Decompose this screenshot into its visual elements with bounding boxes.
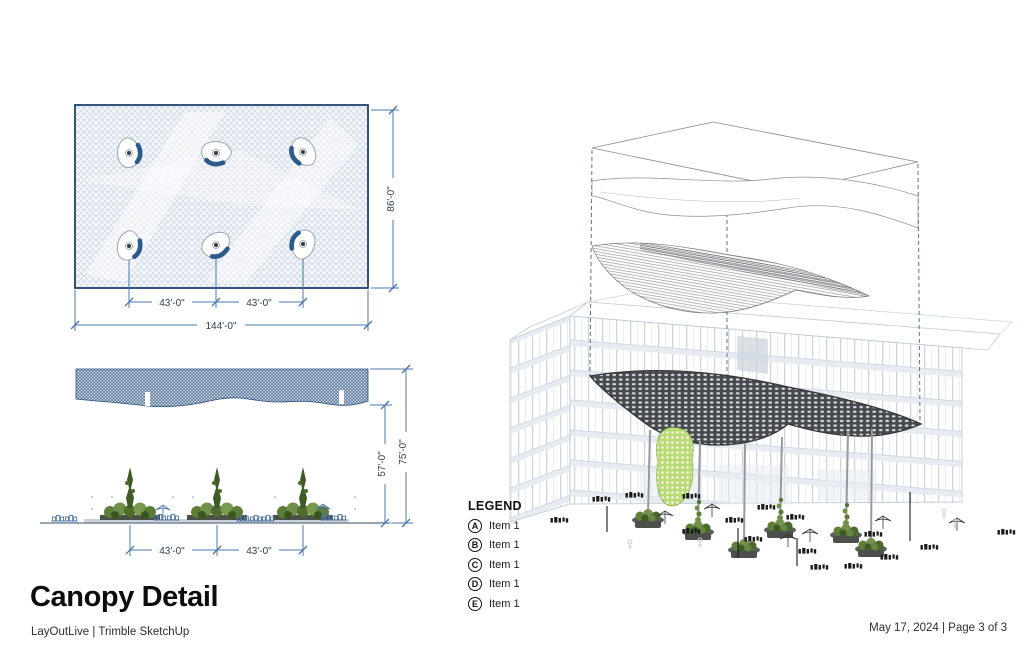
canopy-surface (588, 369, 923, 446)
footer-date-page: May 17, 2024 | Page 3 of 3 (869, 622, 1007, 634)
elev-dim-bay1: 43'-0" (159, 546, 185, 557)
layer-surface-outline (591, 176, 919, 229)
legend-item: B Item 1 (468, 538, 522, 553)
legend-item: E Item 1 (468, 596, 522, 611)
plan-view: 43'-0" 43'-0" 144'-0" 86'-0" (70, 104, 399, 332)
legend-item-label: Item 1 (489, 519, 520, 532)
plan-dim-bay2: 43'-0" (246, 298, 272, 309)
light-poles (606, 492, 911, 566)
layer-surface-inner-line (599, 191, 801, 203)
elevation-canopy-band (75, 368, 369, 408)
legend-item: D Item 1 (468, 577, 522, 592)
canopy-support-notch (339, 390, 344, 404)
elevation-view: 43'-0" 43'-0" 57'-0" 75'-0" (40, 364, 413, 557)
elevation-dimensions: 43'-0" 43'-0" 57'-0" 75'-0" (125, 364, 413, 557)
legend-item-label: Item 1 (489, 539, 520, 551)
legend-title: LEGEND (468, 499, 522, 513)
elev-dim-overall-height: 75'-0" (398, 439, 409, 465)
plan-highlight-streak (205, 118, 358, 284)
legend-key-badge: C (468, 557, 482, 572)
green-trellis (656, 427, 694, 507)
canopy-support-notch (145, 392, 150, 406)
legend-key-badge: D (468, 577, 482, 591)
legend-key-badge: E (468, 596, 482, 611)
layer-contour-surface (591, 242, 871, 314)
plan-dim-depth: 86'-0" (386, 186, 397, 212)
plan-dimensions: 43'-0" 43'-0" 144'-0" 86'-0" (70, 105, 399, 332)
elev-dim-clear-height: 57'-0" (377, 451, 388, 477)
facade-glass-panel (737, 336, 768, 374)
legend-item-label: Item 1 (489, 578, 520, 590)
street-tree (171, 467, 263, 523)
legend-item: C Item 1 (468, 557, 522, 572)
building-facade-left (509, 315, 571, 523)
page-title: Canopy Detail (30, 581, 219, 613)
legend-item-label: Item 1 (489, 558, 520, 571)
plan-highlight-streak (80, 150, 360, 210)
plan-dim-bay1: 43'-0" (159, 298, 185, 309)
street-tree (84, 467, 176, 523)
elevation-alignment-dots (91, 496, 356, 510)
elev-dim-bay2: 43'-0" (246, 546, 272, 557)
legend-key-badge: A (468, 518, 482, 533)
legend-key-badge: B (468, 538, 482, 552)
legend: LEGEND A Item 1 B Item 1 C Item 1 D Item… (468, 499, 522, 616)
footer-credit: LayOutLive | Trimble SketchUp (31, 626, 190, 638)
axon-view (509, 121, 1016, 570)
plan-dim-overall-width: 144'-0" (205, 321, 236, 332)
street-tree (257, 467, 349, 523)
layer-bounding-plane (591, 121, 919, 191)
legend-item-label: Item 1 (489, 597, 520, 610)
legend-item: A Item 1 (468, 518, 522, 533)
